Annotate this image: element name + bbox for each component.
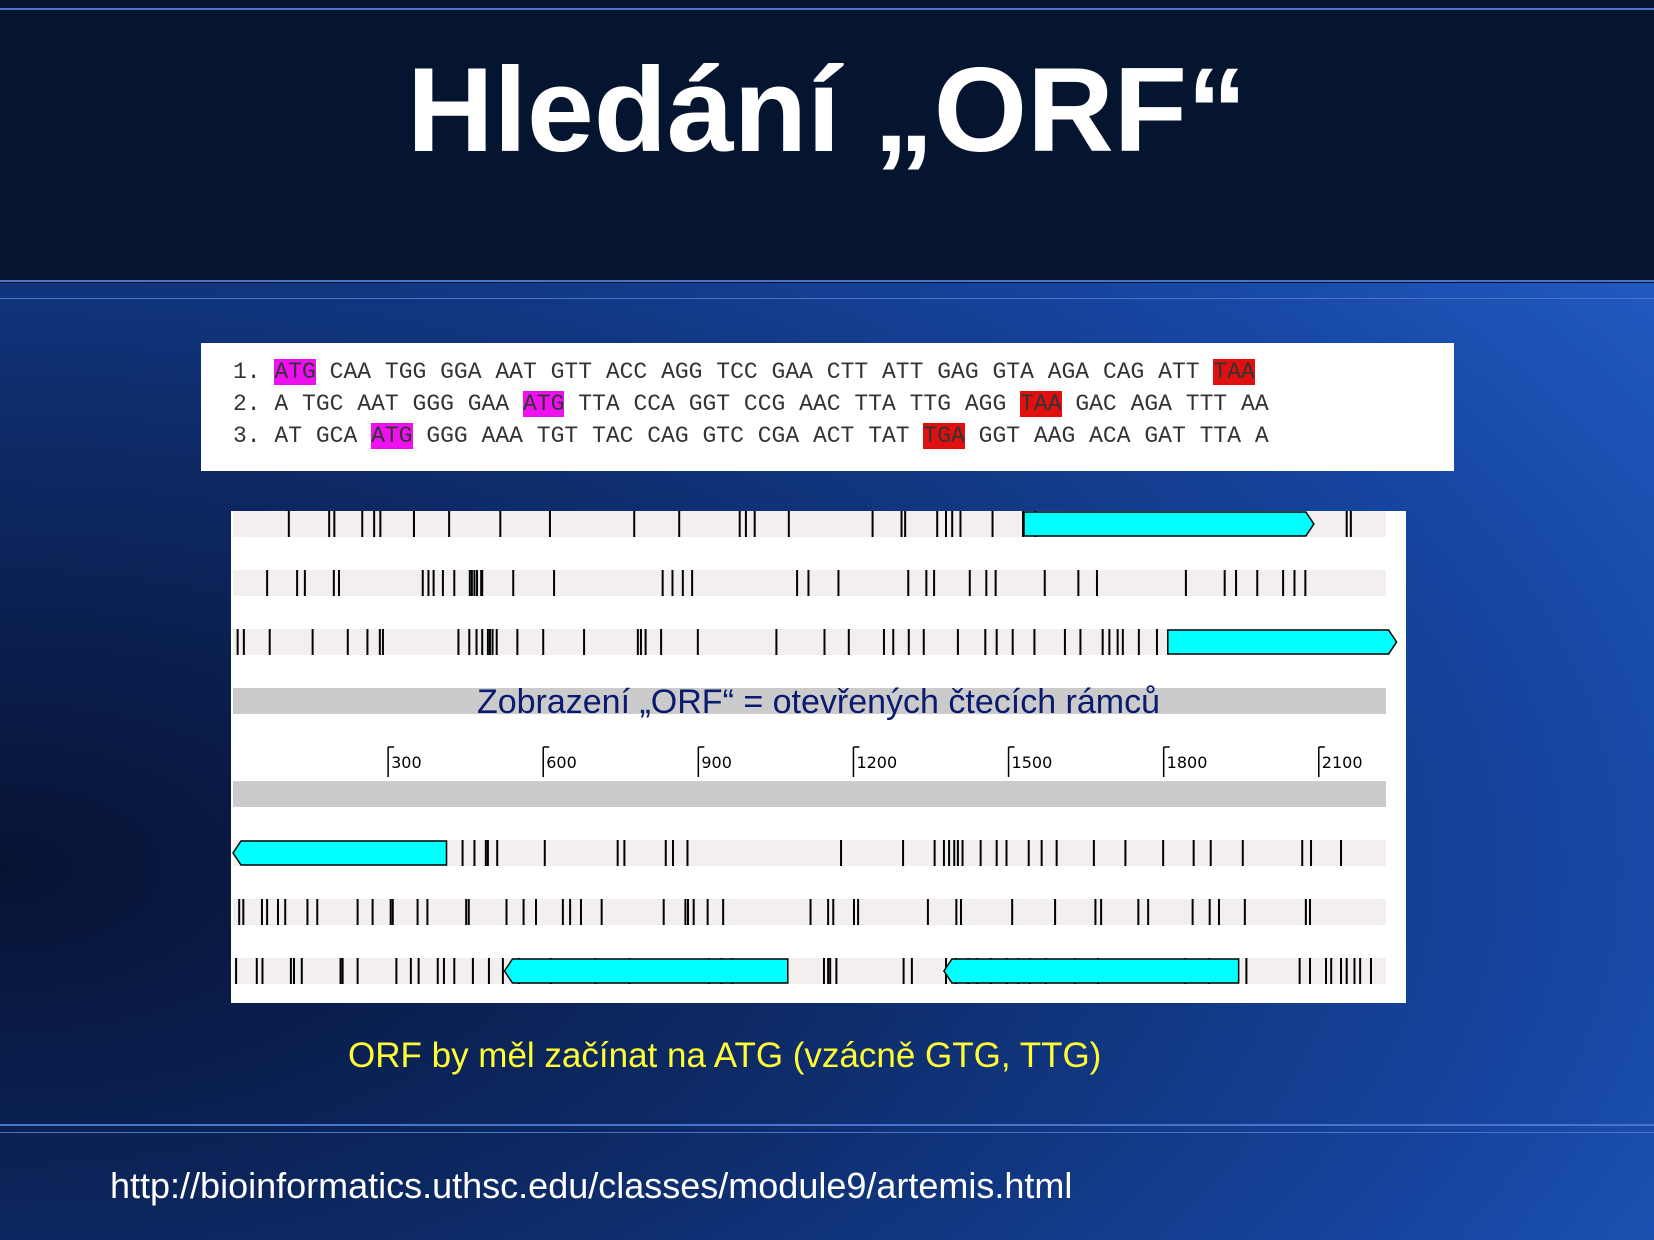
codon: CGA	[757, 423, 800, 449]
codon: AGA	[1130, 391, 1172, 417]
codon: GAG	[937, 359, 979, 385]
ruler-tick-label: 600	[546, 753, 577, 772]
codon: GAA	[771, 359, 813, 385]
title-bar	[0, 0, 1654, 283]
codon: GGA	[440, 359, 482, 385]
codon: TTT	[1185, 391, 1228, 417]
frame-line-3: 3. AT GCA ATG GGG AAA TGT TAC CAG GTC CG…	[233, 423, 1269, 449]
slide-title: Hledání „ORF“	[406, 43, 1248, 177]
codon: AT	[274, 423, 303, 449]
codon: CAG	[1102, 359, 1145, 385]
stop-codon: TGA	[923, 423, 965, 449]
frame-number: 3.	[233, 423, 275, 449]
ruler-tick-label: 900	[701, 753, 732, 772]
frame-line-2: 2. A TGC AAT GGG GAA ATG TTA CCA GGT CCG…	[233, 391, 1269, 417]
orf-viewer: 300 600 900 1200 1500 1800 2100 Zobrazení „ORF…	[231, 511, 1406, 1003]
codon: ACC	[605, 359, 648, 385]
codon: CCA	[633, 391, 675, 417]
orf-view-label: Zobrazení „ORF“ = otevřených čtecích rám…	[476, 683, 1161, 721]
ruler-tick-label: 2100	[1322, 753, 1363, 772]
codon: GGT	[688, 391, 731, 417]
ruler-tick-label: 1500	[1012, 753, 1053, 772]
start-codon: ATG	[274, 359, 316, 385]
codon: TGT	[536, 423, 579, 449]
frame-number: 2.	[233, 391, 275, 417]
label-band	[233, 688, 1386, 714]
codon: TTA	[578, 391, 620, 417]
codon: GTC	[702, 423, 744, 449]
codon: TTA	[1199, 423, 1242, 449]
codon: TGC	[302, 391, 344, 417]
orf-box	[232, 840, 448, 866]
codon: ATT	[1158, 359, 1200, 385]
footer-rule-thin	[0, 1132, 1654, 1133]
codon: ACA	[1089, 423, 1131, 449]
codon: CAA	[329, 359, 372, 385]
codon: TAC	[592, 423, 634, 449]
sequence-band	[233, 781, 1386, 807]
forward-frame-track-2	[233, 570, 1386, 596]
frame-line-1: 1. ATG CAA TGG GGA AAT GTT ACC AGG TCC G…	[233, 359, 1255, 385]
codon: AAT	[357, 391, 399, 417]
footer-rule-top	[0, 1124, 1654, 1126]
orf-box	[943, 958, 1240, 984]
reverse-frame-track-2	[233, 899, 1386, 925]
start-codon: ATG	[371, 423, 413, 449]
codon: AAT	[495, 359, 537, 385]
codon: AAG	[1033, 423, 1076, 449]
codon: GAT	[1144, 423, 1186, 449]
codon: GAC	[1075, 391, 1117, 417]
codon: GTA	[992, 359, 1034, 385]
codon: GAA	[467, 391, 510, 417]
stop-codon: TAA	[1020, 391, 1062, 417]
codon: AGA	[1047, 359, 1090, 385]
codon: GGG	[426, 423, 468, 449]
codon: AGG	[964, 391, 1007, 417]
codon: TTA	[854, 391, 896, 417]
codon: TGG	[384, 359, 427, 385]
orf-box	[1167, 629, 1398, 655]
ruler-tick-label: 1200	[856, 753, 897, 772]
codon: GGG	[412, 391, 454, 417]
codon: A	[1254, 423, 1269, 449]
codon: AGG	[661, 359, 703, 385]
codon: AA	[1241, 391, 1269, 417]
header-rule-top	[0, 8, 1654, 10]
start-codon: ATG	[522, 391, 565, 417]
codon: AAC	[799, 391, 841, 417]
orf-box	[1023, 511, 1315, 537]
codon: GCA	[315, 423, 358, 449]
ruler-tick-label: 1800	[1167, 753, 1208, 772]
start-codon-note: ORF by měl začínat na ATG (vzácně GTG, T…	[348, 1036, 1102, 1075]
sequence-frames-box: 1. ATG CAA TGG GGA AAT GTT ACC AGG TCC G…	[201, 343, 1454, 471]
codon: TAT	[868, 423, 910, 449]
codon: CAG	[647, 423, 689, 449]
codon: ACT	[812, 423, 855, 449]
header-rule-bottom	[0, 280, 1654, 282]
codon: GTT	[550, 359, 593, 385]
codon: A	[274, 391, 289, 417]
codon: CCG	[743, 391, 786, 417]
source-url[interactable]: http://bioinformatics.uthsc.edu/classes/…	[110, 1165, 1073, 1206]
ruler-tick-label: 300	[391, 753, 422, 772]
frame-number: 1.	[233, 359, 275, 385]
codon: GGT	[978, 423, 1021, 449]
stop-codon: TAA	[1213, 359, 1255, 385]
orf-box	[503, 958, 789, 984]
codon: ATT	[882, 359, 924, 385]
codon: TTG	[909, 391, 952, 417]
header-rule-thin	[0, 298, 1654, 299]
orf-frames-graphic: 300 600 900 1200 1500 1800 2100	[232, 511, 1398, 984]
codon: CTT	[826, 359, 869, 385]
codon: TCC	[716, 359, 758, 385]
codon: AAA	[481, 423, 523, 449]
